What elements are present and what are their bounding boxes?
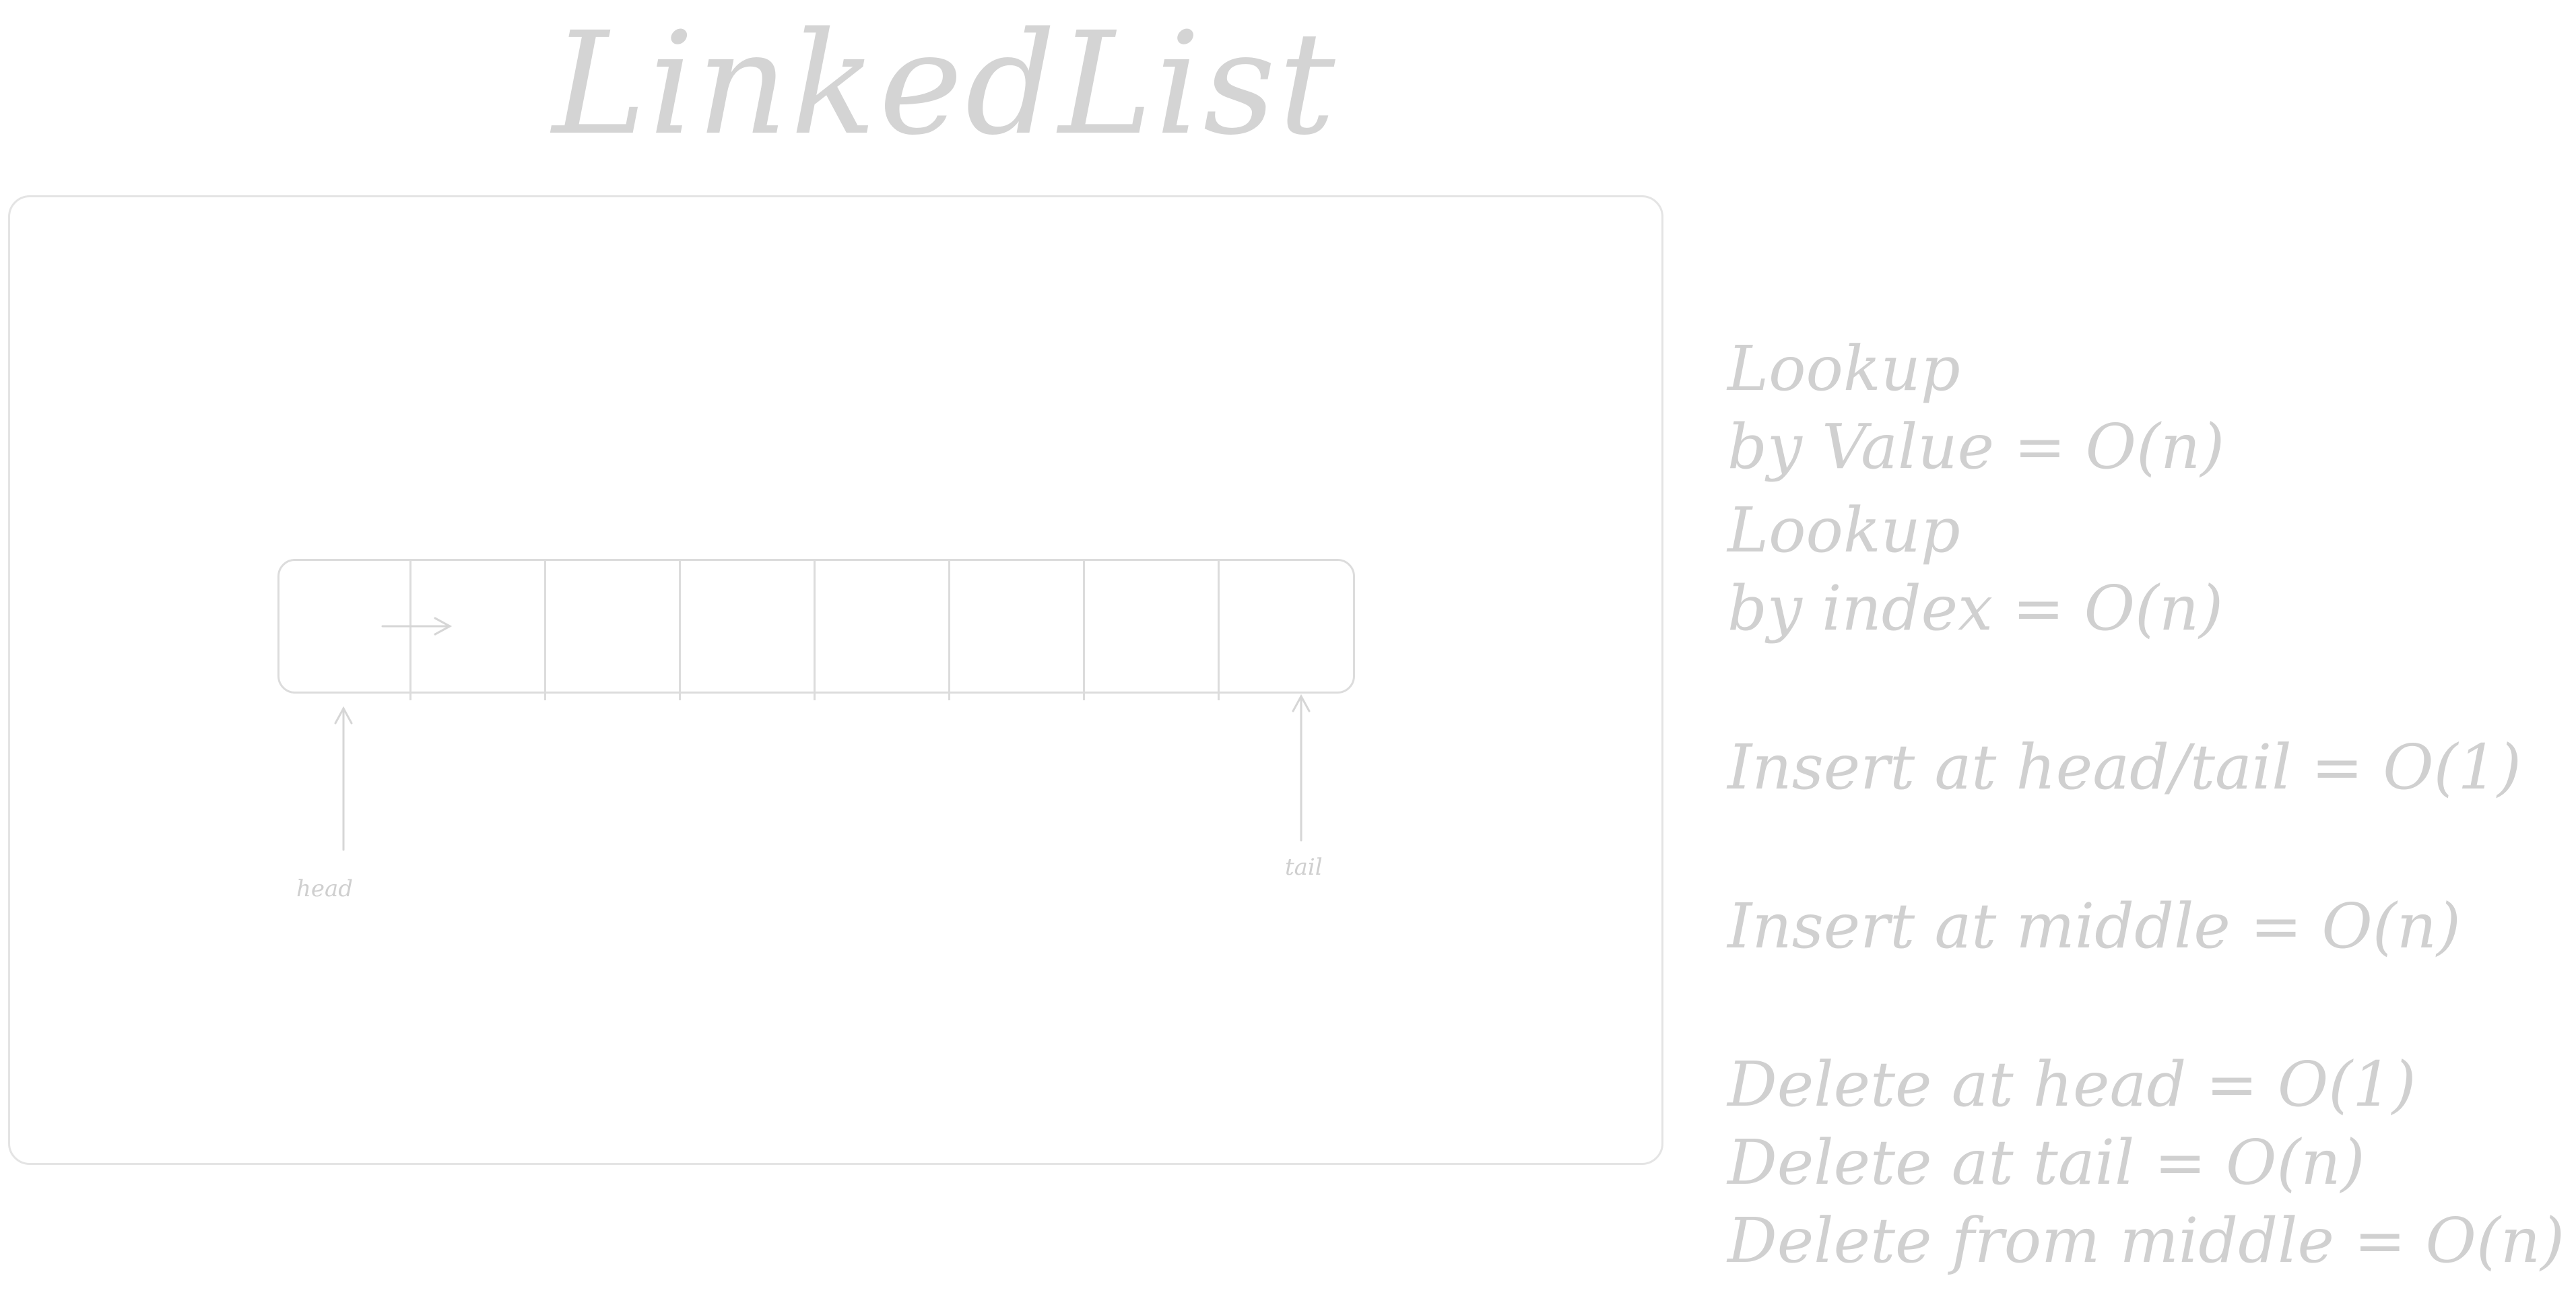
diagram-frame [8,195,1663,1165]
node-divider [544,559,546,700]
tail-label: tail [1285,854,1323,881]
note-delete-middle: Delete from middle = O(n) [1727,1205,2565,1277]
tail-pointer-arrow [1292,694,1311,842]
node-divider [814,559,816,700]
note-delete-tail: Delete at tail = O(n) [1727,1127,2365,1199]
note-insert-middle: Insert at middle = O(n) [1727,890,2461,962]
next-pointer-arrow [381,617,453,636]
head-pointer-arrow [334,706,353,851]
note-lookup-value-complexity: by Value = O(n) [1727,410,2225,483]
note-lookup-index-heading: Lookup [1727,494,1960,566]
node-divider [1083,559,1085,700]
node-divider [409,559,411,700]
linked-list-nodes [277,559,1355,694]
note-lookup-value-heading: Lookup [1727,333,1960,405]
node-divider [679,559,681,700]
note-insert-head-tail: Insert at head/tail = O(1) [1727,731,2521,803]
node-divider [1218,559,1220,700]
complexity-notes: Lookup by Value = O(n) Lookup by index =… [1727,330,2565,1280]
note-lookup-index-complexity: by index = O(n) [1727,572,2224,644]
page-title: LinkedList [552,1,1338,166]
head-label: head [296,875,354,902]
note-delete-head: Delete at head = O(1) [1727,1048,2416,1121]
node-divider [948,559,950,700]
